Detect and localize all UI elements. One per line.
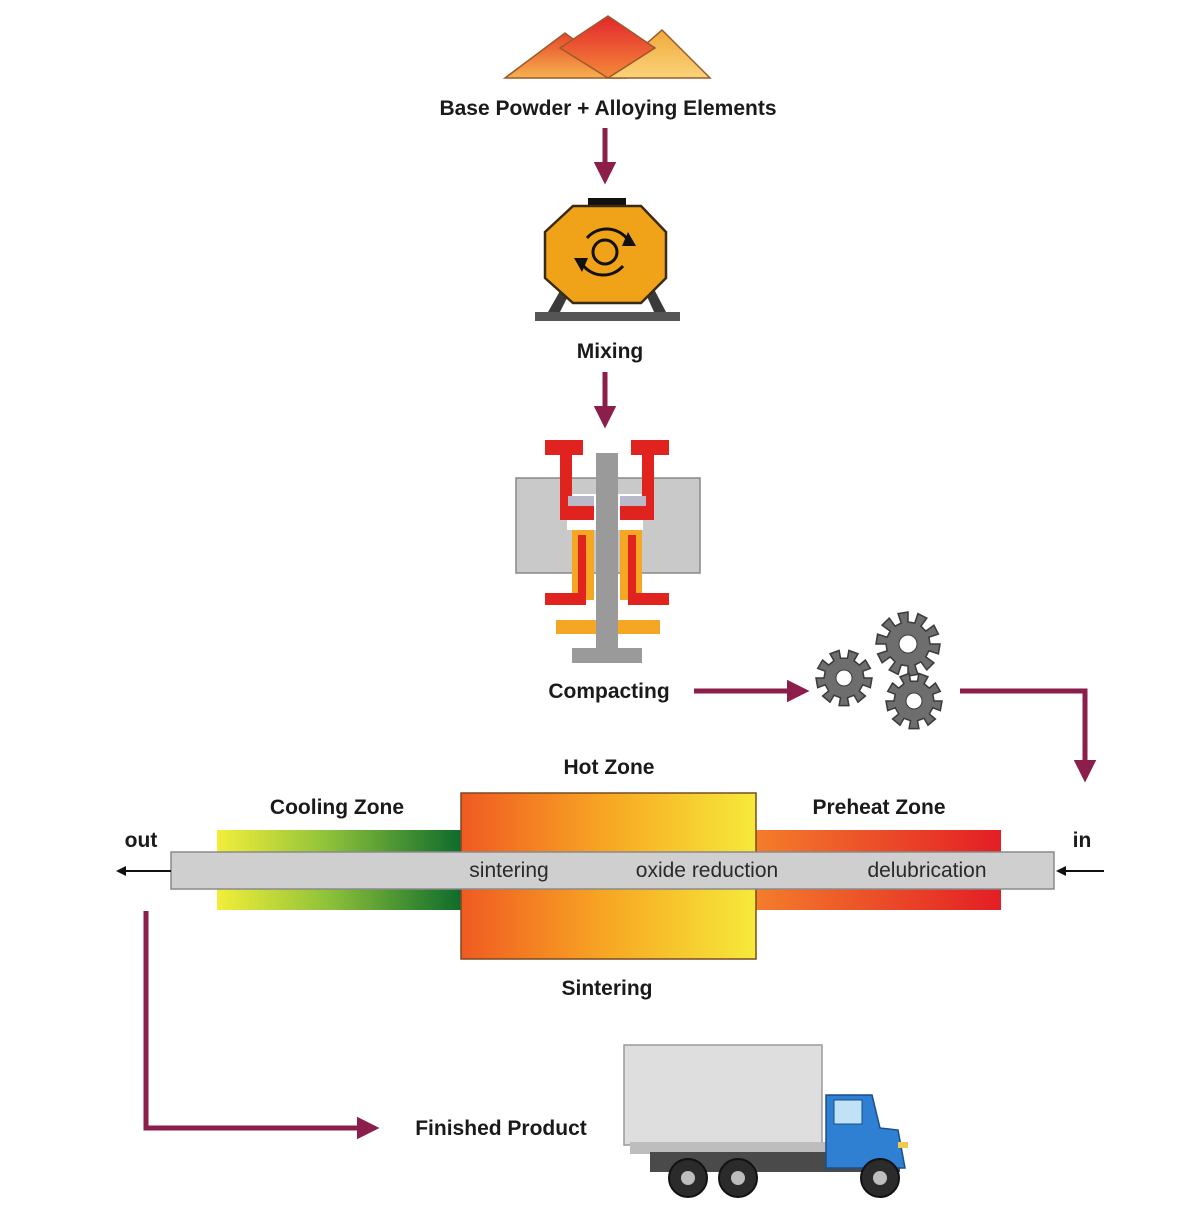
gear-hole xyxy=(905,692,923,710)
arrow-furnace-to-finished-product xyxy=(143,911,380,1140)
mixing-label: Mixing xyxy=(577,340,644,363)
hot-zone-label: Hot Zone xyxy=(564,756,655,779)
cooling-zone-label: Cooling Zone xyxy=(270,796,404,819)
sintering-furnace xyxy=(170,792,1055,960)
oxide-reduction-tube-label: oxide reduction xyxy=(636,859,778,882)
in-label: in xyxy=(1073,829,1092,852)
sintering-stage-label: Sintering xyxy=(561,977,652,1000)
gear-hole xyxy=(835,669,853,687)
base-powder-label: Base Powder + Alloying Elements xyxy=(439,97,776,120)
powder-pile-icon xyxy=(502,15,712,79)
gear-hole xyxy=(898,634,918,654)
compacting-press-icon xyxy=(515,440,701,663)
sintering-tube-label: sintering xyxy=(469,859,548,882)
arrow-parts-to-furnace xyxy=(960,688,1097,783)
conveyor-tube xyxy=(170,851,1055,890)
compacting-label: Compacting xyxy=(548,680,669,703)
preheat-zone-label: Preheat Zone xyxy=(812,796,945,819)
truck-icon xyxy=(623,1044,908,1198)
delubrication-tube-label: delubrication xyxy=(867,859,986,882)
finished-product-label: Finished Product xyxy=(415,1117,587,1140)
mixer-icon xyxy=(535,198,680,321)
out-label: out xyxy=(125,829,158,852)
gears-icon xyxy=(815,611,943,730)
